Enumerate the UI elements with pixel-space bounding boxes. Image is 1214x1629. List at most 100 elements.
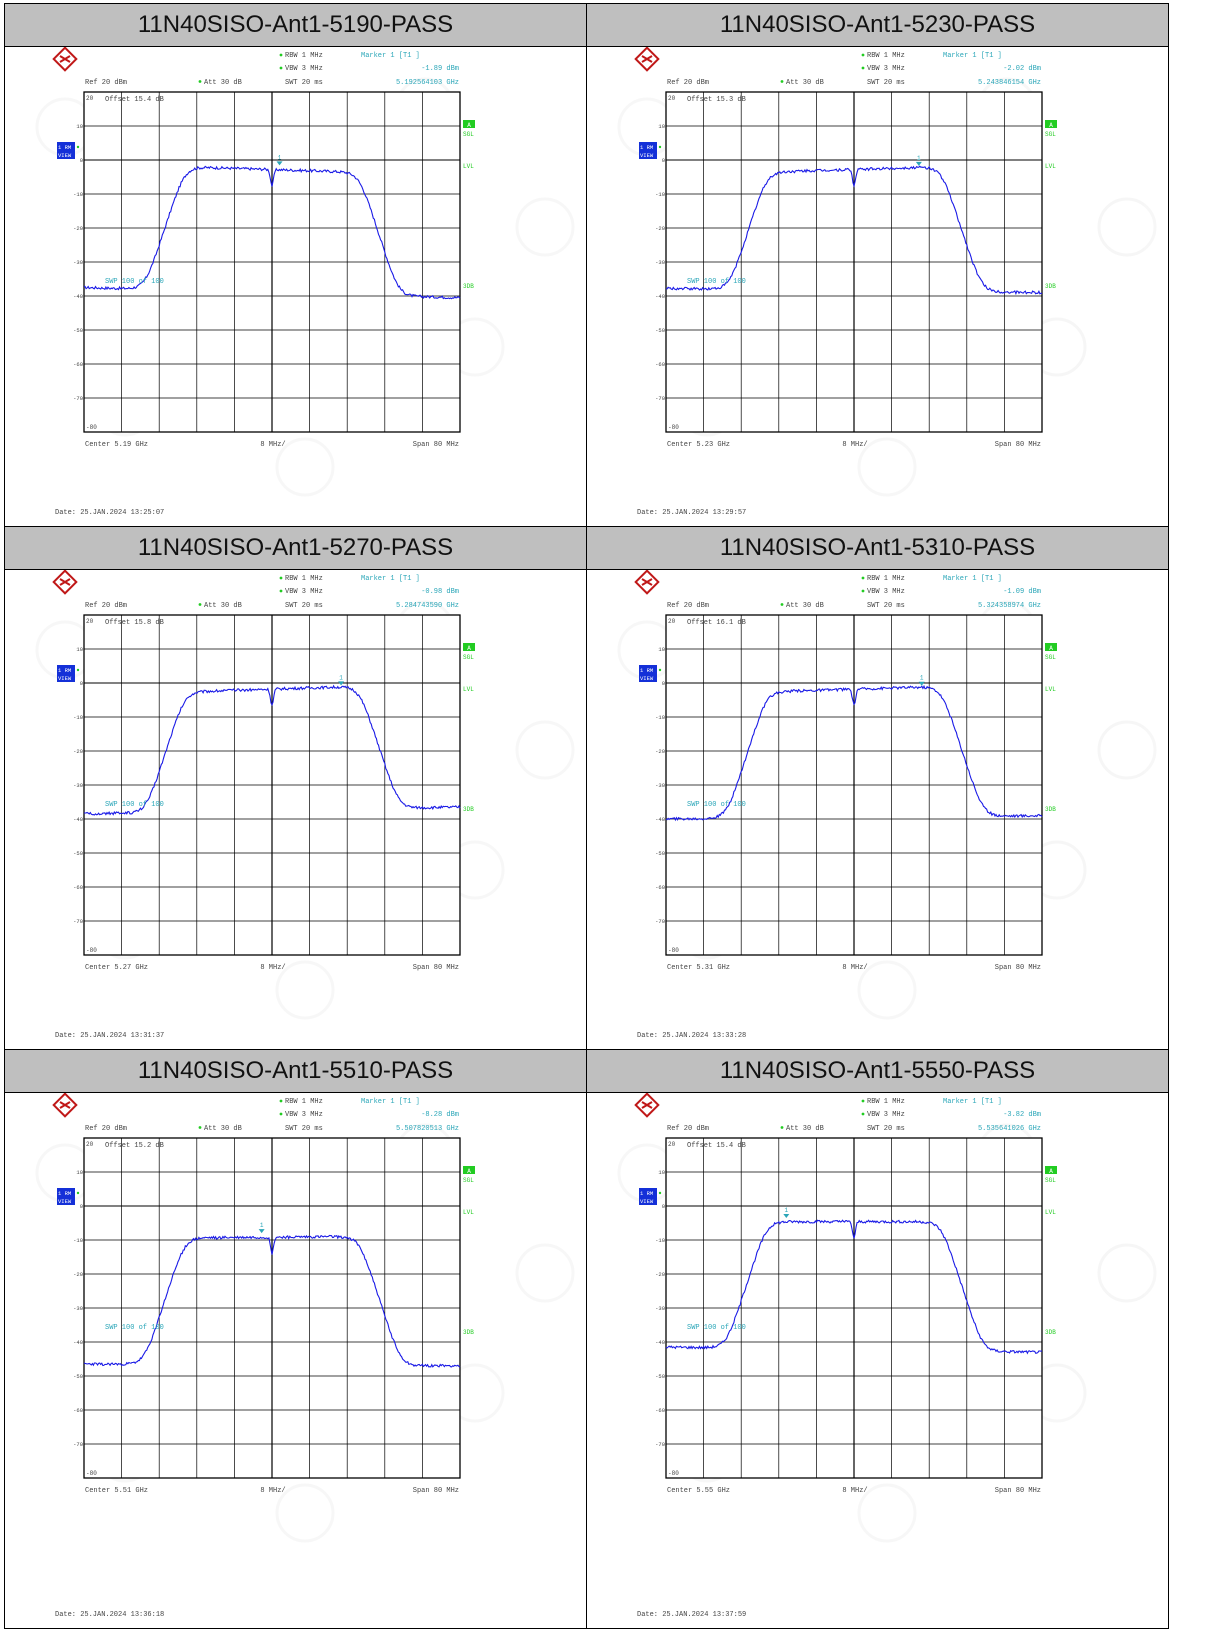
y-tick-label: -60 xyxy=(73,361,83,368)
trace-bullet xyxy=(76,145,80,149)
vbw: VBW 3 MHz xyxy=(867,1111,905,1119)
y-tick-label: -40 xyxy=(655,816,665,823)
y-tick-label: 0 xyxy=(662,680,665,687)
watermark-mark xyxy=(275,1483,335,1543)
marker-level: -1.89 dBm xyxy=(421,65,459,73)
sweep-counter: SWP 100 of 100 xyxy=(687,278,746,286)
y-tick-label: 0 xyxy=(80,1203,83,1210)
y-tick-label: -20 xyxy=(73,1271,83,1278)
trace-mode-badge xyxy=(639,142,657,159)
trace-mode-badge xyxy=(639,1188,657,1205)
offset-label: Offset 15.4 dB xyxy=(687,1142,746,1150)
vbw: VBW 3 MHz xyxy=(285,1111,323,1119)
watermark-mark xyxy=(1097,720,1157,780)
watermark-mark xyxy=(1097,1243,1157,1303)
frequency-span: Span 80 MHz xyxy=(413,1487,459,1495)
vbw-bullet xyxy=(279,1112,283,1116)
marker-frequency: 5.535641026 GHz xyxy=(978,1125,1041,1133)
att-bullet xyxy=(198,603,202,606)
ref-level: Ref 20 dBm xyxy=(85,79,127,87)
badge-a xyxy=(463,1166,475,1174)
badge-3db: 3DB xyxy=(1045,283,1056,290)
trace-view-label: VIEW xyxy=(640,675,654,682)
y-tick-label: -70 xyxy=(655,918,665,925)
badge-3db: 3DB xyxy=(463,283,474,290)
logo-glyph xyxy=(641,1101,653,1109)
marker-1 xyxy=(915,161,922,166)
center-frequency: Center 5.51 GHz xyxy=(85,1487,148,1495)
frequency-division: 8 MHz/ xyxy=(842,1487,867,1495)
watermark-mark xyxy=(275,437,335,497)
marker-title: Marker 1 [T1 ] xyxy=(361,52,420,60)
marker-1 xyxy=(276,161,283,166)
marker-level: -0.98 dBm xyxy=(421,588,459,596)
y-tick-label: -30 xyxy=(73,782,83,789)
badge-a-label: A xyxy=(1049,122,1053,129)
ref-level: Ref 20 dBm xyxy=(85,1125,127,1133)
y-tick-label: -60 xyxy=(73,884,83,891)
badge-a xyxy=(463,643,475,651)
y-tick-label: -30 xyxy=(73,259,83,266)
y-tick-label: -40 xyxy=(655,293,665,300)
capture-date: Date: 25.JAN.2024 13:33:28 xyxy=(637,1032,746,1040)
frequency-span: Span 80 MHz xyxy=(995,964,1041,972)
watermark-mark xyxy=(857,437,917,497)
att-bullet xyxy=(780,1126,784,1129)
y-tick-label: -60 xyxy=(655,1407,665,1414)
trace-bullet xyxy=(658,145,662,149)
badge-a xyxy=(1045,1166,1057,1174)
trace-mode-label: 1 RM xyxy=(58,1190,71,1197)
y-tick-label: -80 xyxy=(86,947,97,954)
marker-level: -8.28 dBm xyxy=(421,1111,459,1119)
offset-label: Offset 15.4 dB xyxy=(105,96,164,104)
y-tick-label: -60 xyxy=(73,1407,83,1414)
ref-level: Ref 20 dBm xyxy=(85,602,127,610)
trace-mode-label: 1 RM xyxy=(640,1190,653,1197)
spectrum-trace xyxy=(83,684,461,816)
rbw-bullet xyxy=(861,53,865,57)
y-tick-label: -30 xyxy=(73,1305,83,1312)
y-tick-label: -10 xyxy=(655,1237,665,1244)
y-tick-label: -50 xyxy=(655,1373,665,1380)
marker-1-label: 1 xyxy=(278,154,282,161)
badge-lvl: LVL xyxy=(463,163,474,170)
trace-view-label: VIEW xyxy=(58,152,72,159)
sweep-time: SWT 20 ms xyxy=(285,602,323,610)
ref-level: Ref 20 dBm xyxy=(667,1125,709,1133)
trace-mode-badge xyxy=(57,665,75,682)
marker-frequency: 5.507820513 GHz xyxy=(396,1125,459,1133)
cell-title: 11N40SISO-Ant1-5270-PASS xyxy=(5,527,586,570)
marker-1 xyxy=(338,681,345,686)
y-tick-label: -30 xyxy=(655,1305,665,1312)
badge-lvl: LVL xyxy=(1045,1209,1056,1216)
sweep-counter: SWP 100 of 100 xyxy=(105,278,164,286)
rohde-schwarz-logo xyxy=(52,569,78,595)
watermark-mark xyxy=(857,960,917,1020)
watermark-mark xyxy=(515,720,575,780)
marker-frequency: 5.324358974 GHz xyxy=(978,602,1041,610)
att-bullet xyxy=(198,80,202,83)
vbw: VBW 3 MHz xyxy=(285,65,323,73)
y-tick-label: -10 xyxy=(655,191,665,198)
trace-bullet xyxy=(658,1191,662,1195)
att-bullet xyxy=(780,603,784,606)
y-tick-label: 20 xyxy=(668,1141,676,1148)
sweep-time: SWT 20 ms xyxy=(867,1125,905,1133)
vbw-bullet xyxy=(861,589,865,593)
marker-level: -1.09 dBm xyxy=(1003,588,1041,596)
badge-a xyxy=(463,120,475,128)
marker-1 xyxy=(783,1213,790,1218)
trace-view-label: VIEW xyxy=(640,1198,654,1205)
watermark-mark xyxy=(857,1483,917,1543)
y-tick-label: -10 xyxy=(73,1237,83,1244)
trace-bullet xyxy=(76,1191,80,1195)
trace-mode-label: 1 RM xyxy=(640,667,653,674)
